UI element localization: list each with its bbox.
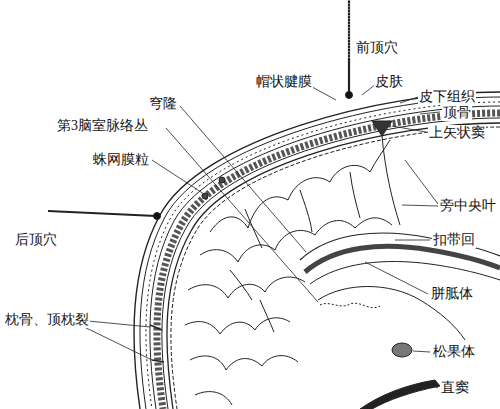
structure-label: 松果体 <box>432 344 476 360</box>
bone-label: 枕骨、顶枕裂 <box>4 312 90 328</box>
gyrus-label: 扣带回 <box>432 232 476 248</box>
structure-label: 穹隆 <box>148 96 178 112</box>
gyrus-label: 旁中央叶 <box>439 198 497 214</box>
point-label: 后顶穴 <box>14 232 58 248</box>
structure-label: 胼胝体 <box>430 286 474 302</box>
sinus-label: 上矢状窦 <box>428 125 486 141</box>
point-label: 前顶穴 <box>355 40 399 56</box>
bone-label: 顶骨 <box>442 105 472 121</box>
structure-label: 蛛网膜粒 <box>92 152 150 168</box>
structure-label: 第3脑室脉络丛 <box>56 118 149 134</box>
sinus-label: 直窦 <box>440 380 470 396</box>
layer-label: 皮肤 <box>374 74 404 90</box>
layer-label: 皮下组织 <box>418 89 476 105</box>
layer-label: 帽状腱膜 <box>255 74 313 90</box>
